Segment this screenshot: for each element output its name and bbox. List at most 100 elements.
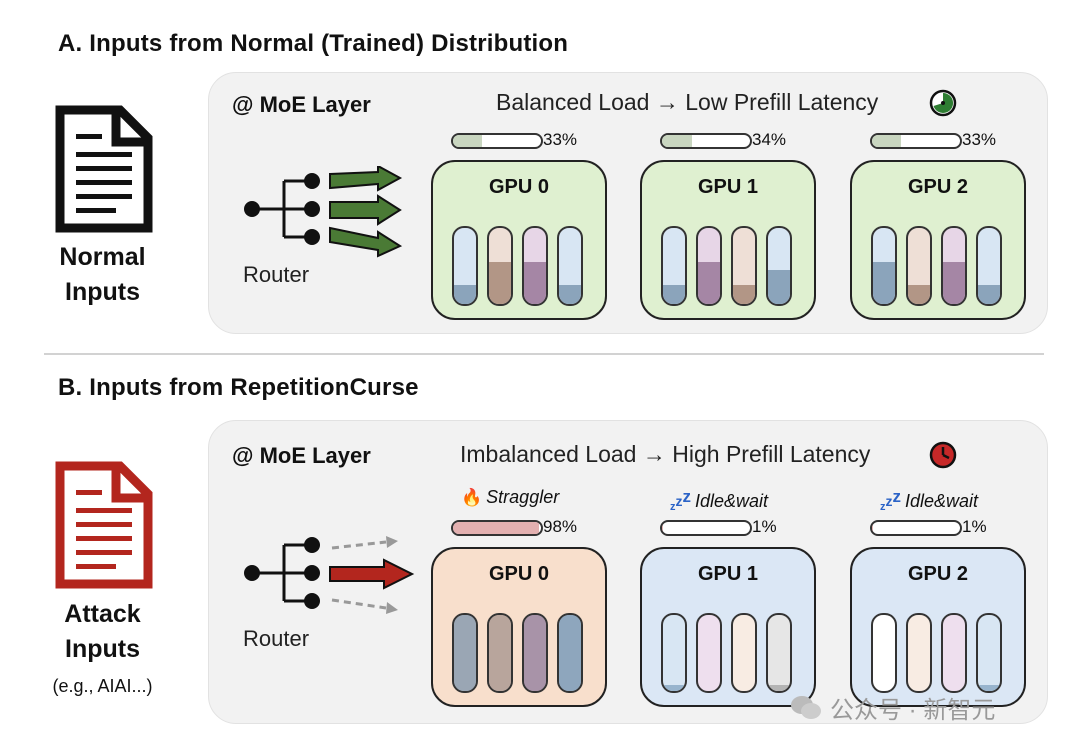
section-divider — [44, 353, 1044, 355]
gpu-card-1: GPU 1 — [640, 160, 816, 320]
memory-tube — [906, 226, 932, 306]
memory-tube — [696, 226, 722, 306]
gpu-load-bar-1 — [660, 133, 752, 149]
section-a-title: A. Inputs from Normal (Trained) Distribu… — [58, 30, 569, 57]
gpu-card-2: GPU 2 — [850, 547, 1026, 707]
attack-inputs-line1: Attack — [64, 600, 141, 628]
gpu-load-fill-2 — [872, 522, 873, 534]
gpu-load-fill-1 — [662, 522, 663, 534]
attack-example-note: (e.g., AIAI...) — [52, 676, 153, 696]
gpu-label-2: GPU 2 — [907, 176, 969, 198]
gpu-load-bar-0 — [451, 520, 543, 536]
gpu-label-0: GPU 0 — [488, 563, 550, 585]
normal-inputs-label: Normal Inputs — [30, 240, 175, 310]
headline-a: Balanced Load → Low Prefill Latency — [496, 89, 879, 115]
attack-inputs-label: Attack Inputs — [30, 597, 175, 667]
fire-icon: 🔥 — [461, 487, 483, 507]
gpu-label-1: GPU 1 — [697, 176, 759, 198]
router-a-graph — [244, 173, 320, 245]
memory-tube — [906, 613, 932, 693]
memory-tube-fill — [733, 285, 755, 304]
gpu-label-1: GPU 1 — [697, 563, 759, 585]
router-label-b: Router — [243, 626, 310, 651]
memory-tube — [522, 226, 548, 306]
memory-tube-fill — [489, 615, 511, 691]
memory-tube — [452, 613, 478, 693]
gpu-load-pct-1: 34% — [752, 130, 787, 149]
memory-tube — [731, 226, 757, 306]
normal-inputs-line2: Inputs — [65, 278, 140, 306]
memory-tube — [487, 613, 513, 693]
gpu-load-pct-0: 33% — [543, 130, 578, 149]
gpu-load-pct-1: 1% — [752, 517, 777, 536]
memory-tube-fill — [908, 285, 930, 304]
gpu-status-text-0: Straggler — [486, 487, 560, 507]
gpu-label-2: GPU 2 — [907, 563, 969, 585]
memory-tube — [976, 613, 1002, 693]
memory-tube — [941, 613, 967, 693]
gpu-card-1: GPU 1 — [640, 547, 816, 707]
memory-tube — [487, 226, 513, 306]
gpu-status-text-2: Idle&wait — [905, 490, 979, 511]
gpu-load-pct-2: 33% — [962, 130, 997, 149]
watermark-text: 公众号 · 新智元 — [830, 697, 996, 724]
gpu-status-text-1: Idle&wait — [695, 490, 769, 511]
memory-tube-fill — [454, 285, 476, 304]
memory-tube-fill — [559, 285, 581, 304]
memory-tube-fill — [663, 285, 685, 304]
memory-tube-fill — [873, 262, 895, 304]
gpu-card-0: GPU 0 — [431, 160, 607, 320]
wechat-icon — [791, 695, 821, 719]
router-b-graph — [244, 537, 320, 609]
memory-tube-fill — [943, 262, 965, 304]
router-label-a: Router — [243, 262, 310, 287]
memory-tube-fill — [454, 615, 476, 691]
memory-tube — [731, 613, 757, 693]
gpu-load-pct-2: 1% — [962, 517, 987, 536]
memory-tube — [871, 613, 897, 693]
memory-tube — [696, 613, 722, 693]
memory-tube-fill — [978, 285, 1000, 304]
memory-tube — [766, 226, 792, 306]
headline-b: Imbalanced Load → High Prefill Latency — [460, 441, 871, 467]
document-icon — [55, 105, 153, 233]
memory-tube — [661, 226, 687, 306]
moe-layer-label-b: @ MoE Layer — [232, 443, 371, 468]
attack-inputs-line2: Inputs — [65, 635, 140, 663]
memory-tube — [557, 226, 583, 306]
memory-tube-fill — [489, 262, 511, 304]
gpu-load-pct-0: 98% — [543, 517, 578, 536]
clock-green-icon — [929, 89, 957, 117]
memory-tube — [766, 613, 792, 693]
memory-tube — [522, 613, 548, 693]
sleep-icon: zzz — [670, 487, 691, 513]
memory-tube-fill — [559, 615, 581, 691]
gpu-load-fill-0 — [453, 522, 540, 534]
memory-tube — [871, 226, 897, 306]
memory-tube — [976, 226, 1002, 306]
gpu-load-fill-0 — [453, 135, 483, 147]
gpu-load-bar-1 — [660, 520, 752, 536]
gpu-card-0: GPU 0 — [431, 547, 607, 707]
memory-tube-fill — [768, 684, 790, 691]
memory-tube — [557, 613, 583, 693]
memory-tube-fill — [524, 615, 546, 691]
memory-tube-fill — [698, 262, 720, 304]
watermark: 公众号 · 新智元 — [790, 690, 995, 725]
gpu-load-bar-0 — [451, 133, 543, 149]
attack-document-icon — [55, 461, 153, 589]
memory-tube — [661, 613, 687, 693]
gpu-load-bar-2 — [870, 520, 962, 536]
gpu-label-0: GPU 0 — [488, 176, 550, 198]
gpu-card-2: GPU 2 — [850, 160, 1026, 320]
clock-red-icon — [929, 441, 957, 469]
green-arrows — [329, 166, 403, 258]
memory-tube-fill — [768, 269, 790, 304]
gpu-load-fill-2 — [872, 135, 902, 147]
memory-tube-fill — [524, 262, 546, 304]
memory-tube — [452, 226, 478, 306]
router-arrows-b — [329, 536, 415, 614]
moe-layer-label-a: @ MoE Layer — [232, 92, 371, 117]
